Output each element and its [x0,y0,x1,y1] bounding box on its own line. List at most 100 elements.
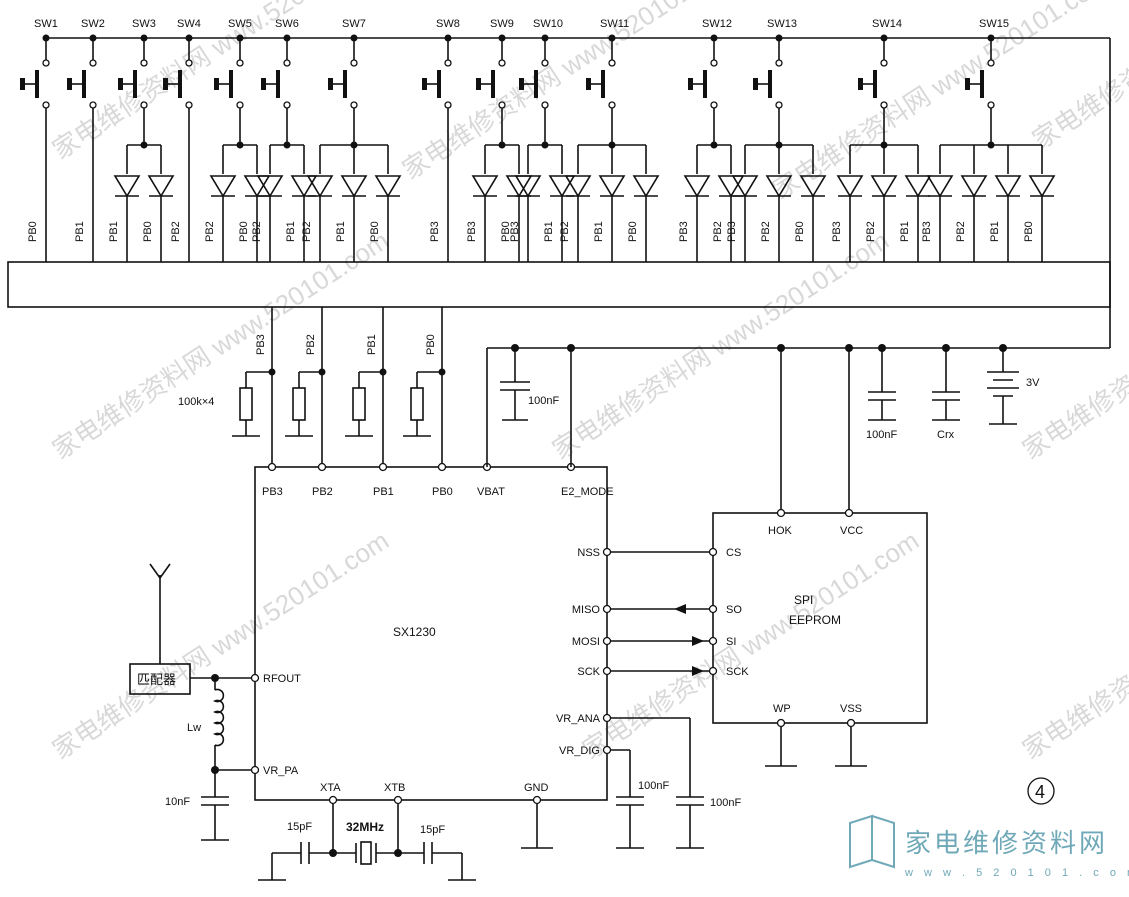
switch-button [753,78,758,90]
diode: PB0 [1023,145,1056,262]
diode-output-label: PB2 [712,221,724,242]
ic-pin-label: PB1 [373,486,394,498]
switch-contact [283,101,291,109]
diode: PB2 [251,145,284,262]
bus-line-pb1: PB1 [345,307,387,463]
ic-pin-label: PB0 [432,486,453,498]
diode-output-label: PB0 [238,221,250,242]
switch-contact [185,101,193,109]
diode-body [209,175,237,198]
switch-button [519,78,524,90]
pin-vrpa: VR_PA [263,765,299,777]
eeprom-pin-vss: VSS [840,703,862,715]
diode-body [632,175,660,198]
switch-label: SW9 [490,18,514,30]
switch-label: SW3 [132,18,156,30]
watermark-text: 家电维修资料网 www.520101.com [47,525,394,765]
bus-line-label: PB2 [305,334,317,355]
watermark-text: 家电维修资料网 www.520101.com [577,525,924,765]
switch-contact [710,101,718,109]
diode-body [799,175,827,198]
pin-xta: XTA [320,782,341,794]
diode-output-label: PB3 [509,221,521,242]
diode-body [113,175,141,198]
diode: PB3 [466,145,499,262]
diode: PB2 [301,145,334,262]
diode-output-label: PB1 [335,221,347,242]
switch-button [214,78,219,90]
resistor-body [292,387,306,421]
switch-label: SW7 [342,18,366,30]
diode-body [926,175,954,198]
eeprom-pin-hok: HOK [768,525,793,537]
bus-line-label: PB0 [425,334,437,355]
ic-pin-label: SCK [577,666,600,678]
switch-contact [236,101,244,109]
diode: PB0 [142,145,175,262]
eeprom-pin-vcc: VCC [840,525,863,537]
diode-output-label: PB1 [543,221,555,242]
diode-body [514,175,542,198]
eeprom-pin-sck: SCK [726,666,749,678]
ic-pin-label: MOSI [572,636,600,648]
switch-label: SW14 [872,18,902,30]
crystal-section: XTA XTB GND 32MHz 15pF 15pF [258,782,553,881]
eeprom-label-eeprom: EEPROM [789,613,841,627]
ic-pin-label: MISO [572,604,601,616]
switch-contact [236,59,244,67]
diode-body [505,175,533,198]
switch-label: SW11 [600,18,629,30]
inductor-label: Lw [187,722,201,734]
diode: PB3 [678,145,711,262]
switch-contact [775,59,783,67]
diode-output-label: PB1 [593,221,605,242]
diode-output-label: PB2 [760,221,772,242]
diode: PB3 [726,145,759,262]
switch-button [586,78,591,90]
ic-pin-label: PB2 [312,486,333,498]
bus-channel [7,261,1111,308]
diode-body [994,175,1022,198]
diode-body [564,175,592,198]
bus-line-pb2: PB2 [285,307,326,463]
switch-contact [444,59,452,67]
diode: PB2 [204,145,237,262]
eeprom-pin-so: SO [726,604,742,616]
diode-body [374,175,402,198]
switch-contact [498,59,506,67]
cap-vbat-label: 100nF [528,395,559,407]
ic-pin-label: VR_DIG [559,745,600,757]
ic-pin-label: VBAT [477,486,505,498]
switch-button [476,78,481,90]
switch-button [688,78,693,90]
diode: PB0 [627,145,660,262]
switch-button [858,78,863,90]
diode-body [548,175,576,198]
diode-output-label: PB2 [251,221,263,242]
pin-gnd: GND [524,782,549,794]
diode-body [598,175,626,198]
diode-body [904,175,932,198]
switch-contact [283,59,291,67]
diode-body [306,175,334,198]
bus-line-pb3: PB3 [232,307,276,463]
diode-output-label: PB0 [142,221,154,242]
diode-output-label: PB1 [989,221,1001,242]
diode: PB2 [955,145,988,262]
switch-contact [140,101,148,109]
switch-label: SW8 [436,18,460,30]
diode-body [960,175,988,198]
cap-crx-label: Crx [937,429,955,441]
resistor-body [352,387,366,421]
watermark-text: 家电维修资料网 www.520101.com [1017,225,1129,465]
sx1230-label: SX1230 [393,625,436,639]
ic-pin-pb2 [317,462,327,472]
